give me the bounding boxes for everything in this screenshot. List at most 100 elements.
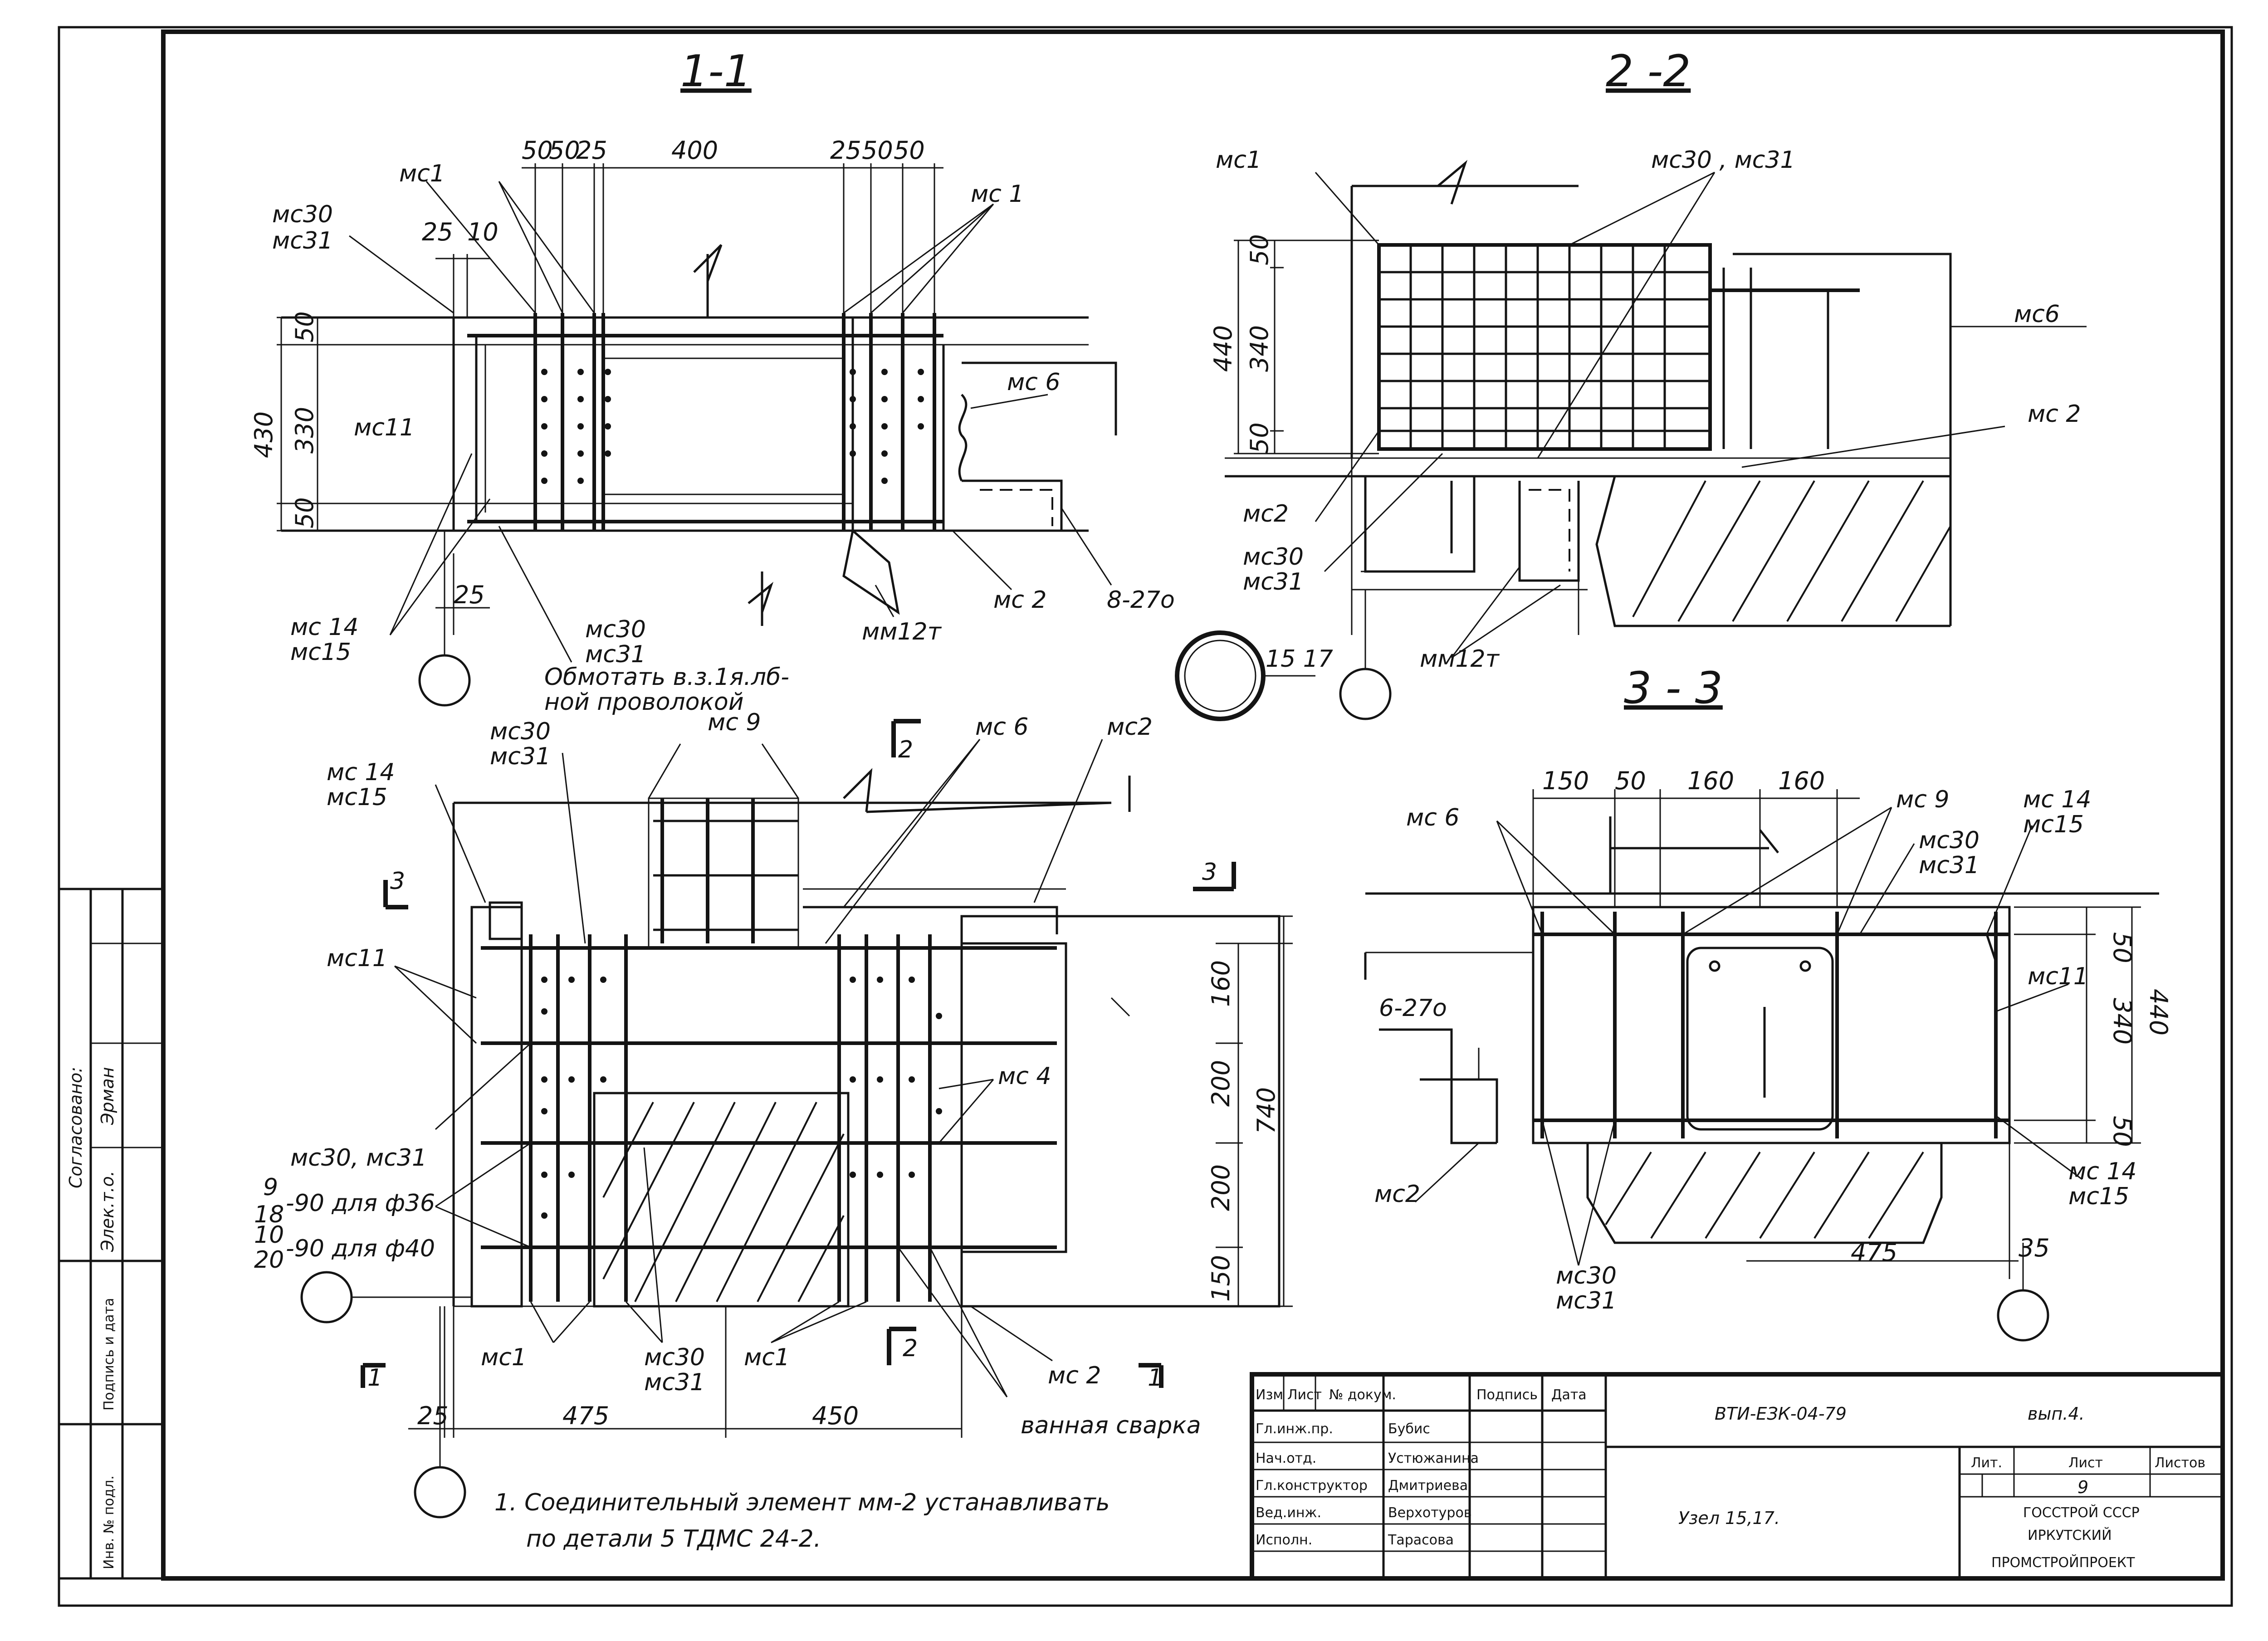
dim-11-top-5: 50 bbox=[862, 136, 893, 165]
label-plan-cut-1-left: 1 bbox=[367, 1364, 382, 1392]
tb-org-1: ГОССТРОЙ СССР bbox=[2023, 1504, 2140, 1521]
dim-33-bottom: 475 bbox=[1851, 1238, 1897, 1267]
tb-org-3: ПРОМСТРОЙПРОЕКТ bbox=[1991, 1554, 2135, 1571]
label-33-mc31-bottom: мс31 bbox=[1556, 1287, 1617, 1314]
side-inventory-label: Инв. № подл. bbox=[101, 1475, 117, 1569]
plan-view-drawing bbox=[300, 719, 1293, 1519]
label-33-mc15: мс15 bbox=[2023, 811, 2084, 838]
dim-22-height-top: 50 bbox=[1245, 234, 1274, 265]
dim-11-small-0: 25 bbox=[422, 218, 453, 246]
label-11-wrap-note-2: ной проволокой bbox=[544, 689, 744, 716]
section-title-2-2: 2 -2 bbox=[1606, 46, 1691, 97]
side-stamp: Согласовано: Эрман Элек.т.о. Инв. № подл… bbox=[58, 888, 165, 1580]
dim-22-height-total: 440 bbox=[1209, 325, 1237, 372]
tb-row-2-role: Гл.конструктор bbox=[1256, 1478, 1368, 1494]
section-2-2-drawing bbox=[1175, 160, 2087, 721]
dim-11-small-1: 10 bbox=[467, 218, 499, 246]
label-11-mc31: мс31 bbox=[272, 227, 333, 254]
axis-marker-2 bbox=[1339, 668, 1392, 720]
rebar-dots-left bbox=[541, 369, 611, 484]
label-plan-mc14: мс 14 bbox=[327, 759, 395, 786]
dim-11-top-0: 50 bbox=[522, 136, 553, 165]
concrete-fill-plan bbox=[593, 1092, 850, 1308]
tb-col-stage: Лит. bbox=[1971, 1455, 2002, 1471]
dim-plan-right-total: 740 bbox=[1252, 1087, 1281, 1134]
label-11-mc31-bottom: мс31 bbox=[585, 641, 646, 668]
tb-row-4-name: Тарасова bbox=[1388, 1532, 1454, 1548]
label-11-mc1-left: мс1 bbox=[399, 160, 445, 187]
axis-marker-3 bbox=[300, 1271, 353, 1324]
label-33-mc14-bottom: мс 14 bbox=[2068, 1158, 2137, 1185]
tb-col-sheets: Листов bbox=[2155, 1455, 2205, 1471]
label-plan-mc30-31: мс30, мс31 bbox=[290, 1144, 427, 1172]
dim-33-top-1: 50 bbox=[1615, 767, 1646, 795]
tb-col-sheet: Лист bbox=[2068, 1455, 2103, 1471]
dim-plan-right-2: 200 bbox=[1207, 1164, 1235, 1211]
dim-33-top-3: 160 bbox=[1778, 767, 1825, 795]
dim-11-top-2: 25 bbox=[576, 136, 607, 165]
label-plan-cut-1-right: 1 bbox=[1148, 1364, 1163, 1392]
label-11-mc30-bottom: мс30 bbox=[585, 616, 646, 643]
side-signature-label: Подпись и дата bbox=[101, 1298, 117, 1411]
note-line-1: 1. Соединительный элемент мм-2 устанавли… bbox=[494, 1489, 1110, 1516]
dim-plan-right-3: 150 bbox=[1207, 1255, 1235, 1302]
label-plan-rebar36-c: -90 для ф36 bbox=[286, 1190, 435, 1217]
label-33-mc30-bottom: мс30 bbox=[1556, 1262, 1617, 1289]
dim-plan-right-0: 160 bbox=[1207, 960, 1235, 1007]
side-agreed-label: Согласовано: bbox=[66, 1067, 86, 1188]
label-plan-rebar36-a: 9 bbox=[263, 1174, 278, 1201]
tb-org-2: ИРКУТСКИЙ bbox=[2028, 1527, 2112, 1543]
concrete-fill-3-3 bbox=[1586, 1143, 1943, 1244]
mesh-grid bbox=[1377, 243, 1712, 451]
label-11-wrap-note-1: Обмотать в.з.1я.лб- bbox=[544, 664, 789, 691]
label-plan-mc15: мс15 bbox=[327, 784, 387, 811]
label-plan-mc1-b: мс1 bbox=[744, 1344, 790, 1371]
label-11-mc1-right: мс 1 bbox=[971, 181, 1024, 208]
tb-title: Узел 15,17. bbox=[1678, 1508, 1780, 1528]
tb-header-sign: Подпись bbox=[1476, 1387, 1538, 1403]
label-33-mc31: мс31 bbox=[1919, 852, 1980, 879]
label-11-mc2: мс 2 bbox=[993, 586, 1046, 614]
axis-marker-1 bbox=[418, 654, 471, 707]
label-plan-mc31-bottom: мс31 bbox=[644, 1369, 705, 1396]
dim-11-top-4: 25 bbox=[830, 136, 861, 165]
label-22-mc6: мс6 bbox=[2014, 301, 2060, 328]
label-plan-mc6: мс 6 bbox=[975, 713, 1028, 741]
dim-plan-bottom-0: 25 bbox=[417, 1402, 449, 1430]
dim-33-bottom-small: 35 bbox=[2019, 1234, 2050, 1262]
section-1-1-drawing bbox=[277, 163, 1117, 707]
label-22-mc2-left: мс2 bbox=[1243, 500, 1289, 527]
label-plan-mc2: мс2 bbox=[1107, 713, 1153, 741]
label-plan-rebar40-a: 10 bbox=[254, 1221, 284, 1249]
label-11-mc30: мс30 bbox=[272, 201, 333, 228]
dim-33-right-1: 340 bbox=[2108, 998, 2136, 1045]
dim-plan-right-1: 200 bbox=[1207, 1060, 1235, 1107]
tb-issue: вып.4. bbox=[2028, 1404, 2085, 1424]
axis-marker-4 bbox=[414, 1466, 466, 1519]
label-plan-mc2-bottom: мс 2 bbox=[1048, 1362, 1101, 1389]
label-22-mm12: мм12т bbox=[1420, 645, 1500, 673]
label-22-mc2-right: мс 2 bbox=[2028, 400, 2081, 428]
tb-row-3-name: Верхотуров bbox=[1388, 1505, 1472, 1521]
dim-22-height-mid: 340 bbox=[1245, 325, 1274, 372]
side-role-label: Элек.т.о. bbox=[98, 1171, 117, 1252]
label-11-mc14: мс 14 bbox=[290, 614, 359, 641]
label-11-weld: 8-27о bbox=[1107, 586, 1175, 614]
dim-33-right-0: 50 bbox=[2108, 932, 2136, 963]
dim-11-top-6: 50 bbox=[894, 136, 925, 165]
tb-header-list: Лист bbox=[1287, 1387, 1322, 1403]
dim-11-bottom: 25 bbox=[454, 581, 485, 609]
label-33-mc14: мс 14 bbox=[2023, 786, 2092, 813]
tb-row-0-name: Бубис bbox=[1388, 1421, 1430, 1437]
label-22-mc30: мс30 bbox=[1243, 543, 1304, 571]
dim-33-right-total: 440 bbox=[2144, 989, 2173, 1035]
dim-11-top-1: 50 bbox=[549, 136, 580, 165]
dim-33-top-0: 150 bbox=[1542, 767, 1589, 795]
label-11-mm12: мм12т bbox=[862, 618, 942, 645]
dim-plan-bottom-1: 475 bbox=[562, 1402, 609, 1430]
label-plan-rebar40-b: 20 bbox=[254, 1246, 284, 1274]
axis-marker-5 bbox=[1997, 1289, 2049, 1342]
label-33-mc6: мс 6 bbox=[1406, 804, 1459, 831]
note-line-2: по детали 5 ТДМС 24-2. bbox=[526, 1525, 821, 1553]
